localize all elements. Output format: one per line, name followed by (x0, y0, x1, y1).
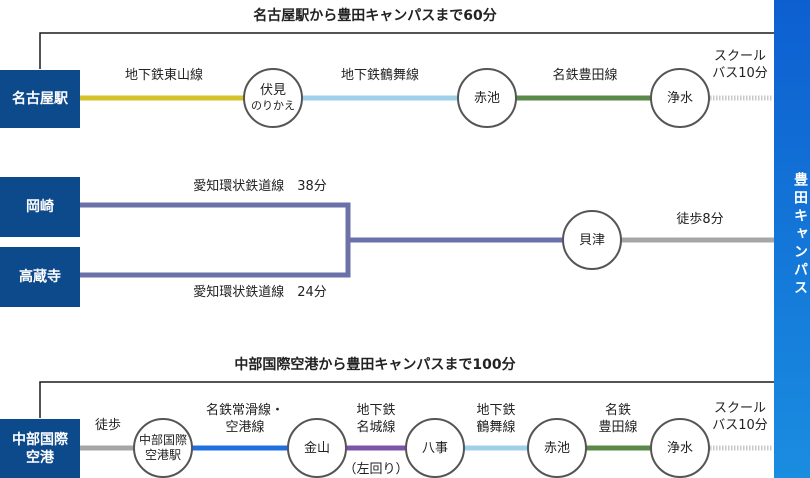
station-josui-3: 浄水 (650, 418, 710, 478)
aikan-line (80, 202, 351, 278)
line-label-tsurumai: 地下鉄鶴舞線 (340, 68, 419, 83)
line-label-toyota-3: 名鉄 豊田線 (598, 403, 638, 435)
line-label-tokoname: 名鉄常滑線・ 空港線 (205, 403, 284, 435)
station-yagoto: 八事 (405, 418, 465, 478)
bracket-line-3 (39, 381, 774, 418)
station-fushimi-name: 伏見 (259, 83, 286, 98)
origin-okazaki: 岡崎 (0, 177, 80, 237)
station-akaike-3: 赤池 (527, 418, 587, 478)
line-label-meitetsu-toyota: 名鉄豊田線 (552, 68, 618, 83)
section-title-nagoya: 名古屋駅から豊田キャンパスまで60分 (253, 8, 497, 24)
line-label-meijo: 地下鉄 名城線 (356, 403, 396, 435)
toyota-campus-bar: 豊田キャンパス (774, 0, 810, 478)
station-fushimi-transfer: のりかえ (251, 99, 295, 112)
station-josui: 浄水 (650, 68, 710, 128)
station-kaizu: 貝津 (562, 210, 622, 270)
toyota-campus-label: 豊田キャンパス (792, 172, 808, 298)
line-label-higashiyama: 地下鉄東山線 (124, 68, 203, 83)
line-label-aikan-kozoji: 愛知環状鉄道線 24分 (193, 285, 327, 300)
bracket-line-1 (39, 32, 774, 69)
bus-label: スクール バス10分 (712, 49, 768, 81)
origin-centrair: 中部国際 空港 (0, 419, 80, 478)
origin-nagoya-station: 名古屋駅 (0, 70, 80, 128)
walk-label: 徒歩8分 (676, 212, 724, 227)
section-title-centrair: 中部国際空港から豊田キャンパスまで100分 (234, 357, 516, 373)
meijo-direction-note: （左回り） (343, 462, 409, 477)
station-fushimi: 伏見 のりかえ (243, 68, 303, 128)
station-kanayama: 金山 (287, 418, 347, 478)
origin-kozoji: 高蔵寺 (0, 247, 80, 307)
bus-label-3: スクール バス10分 (712, 401, 768, 433)
line-label-tsurumai-3: 地下鉄 鶴舞線 (476, 403, 516, 435)
walk-label-centrair: 徒歩 (94, 418, 121, 433)
line-label-aikan-okazaki: 愛知環状鉄道線 38分 (193, 179, 327, 194)
station-centrair: 中部国際 空港駅 (133, 418, 193, 478)
station-akaike: 赤池 (457, 68, 517, 128)
